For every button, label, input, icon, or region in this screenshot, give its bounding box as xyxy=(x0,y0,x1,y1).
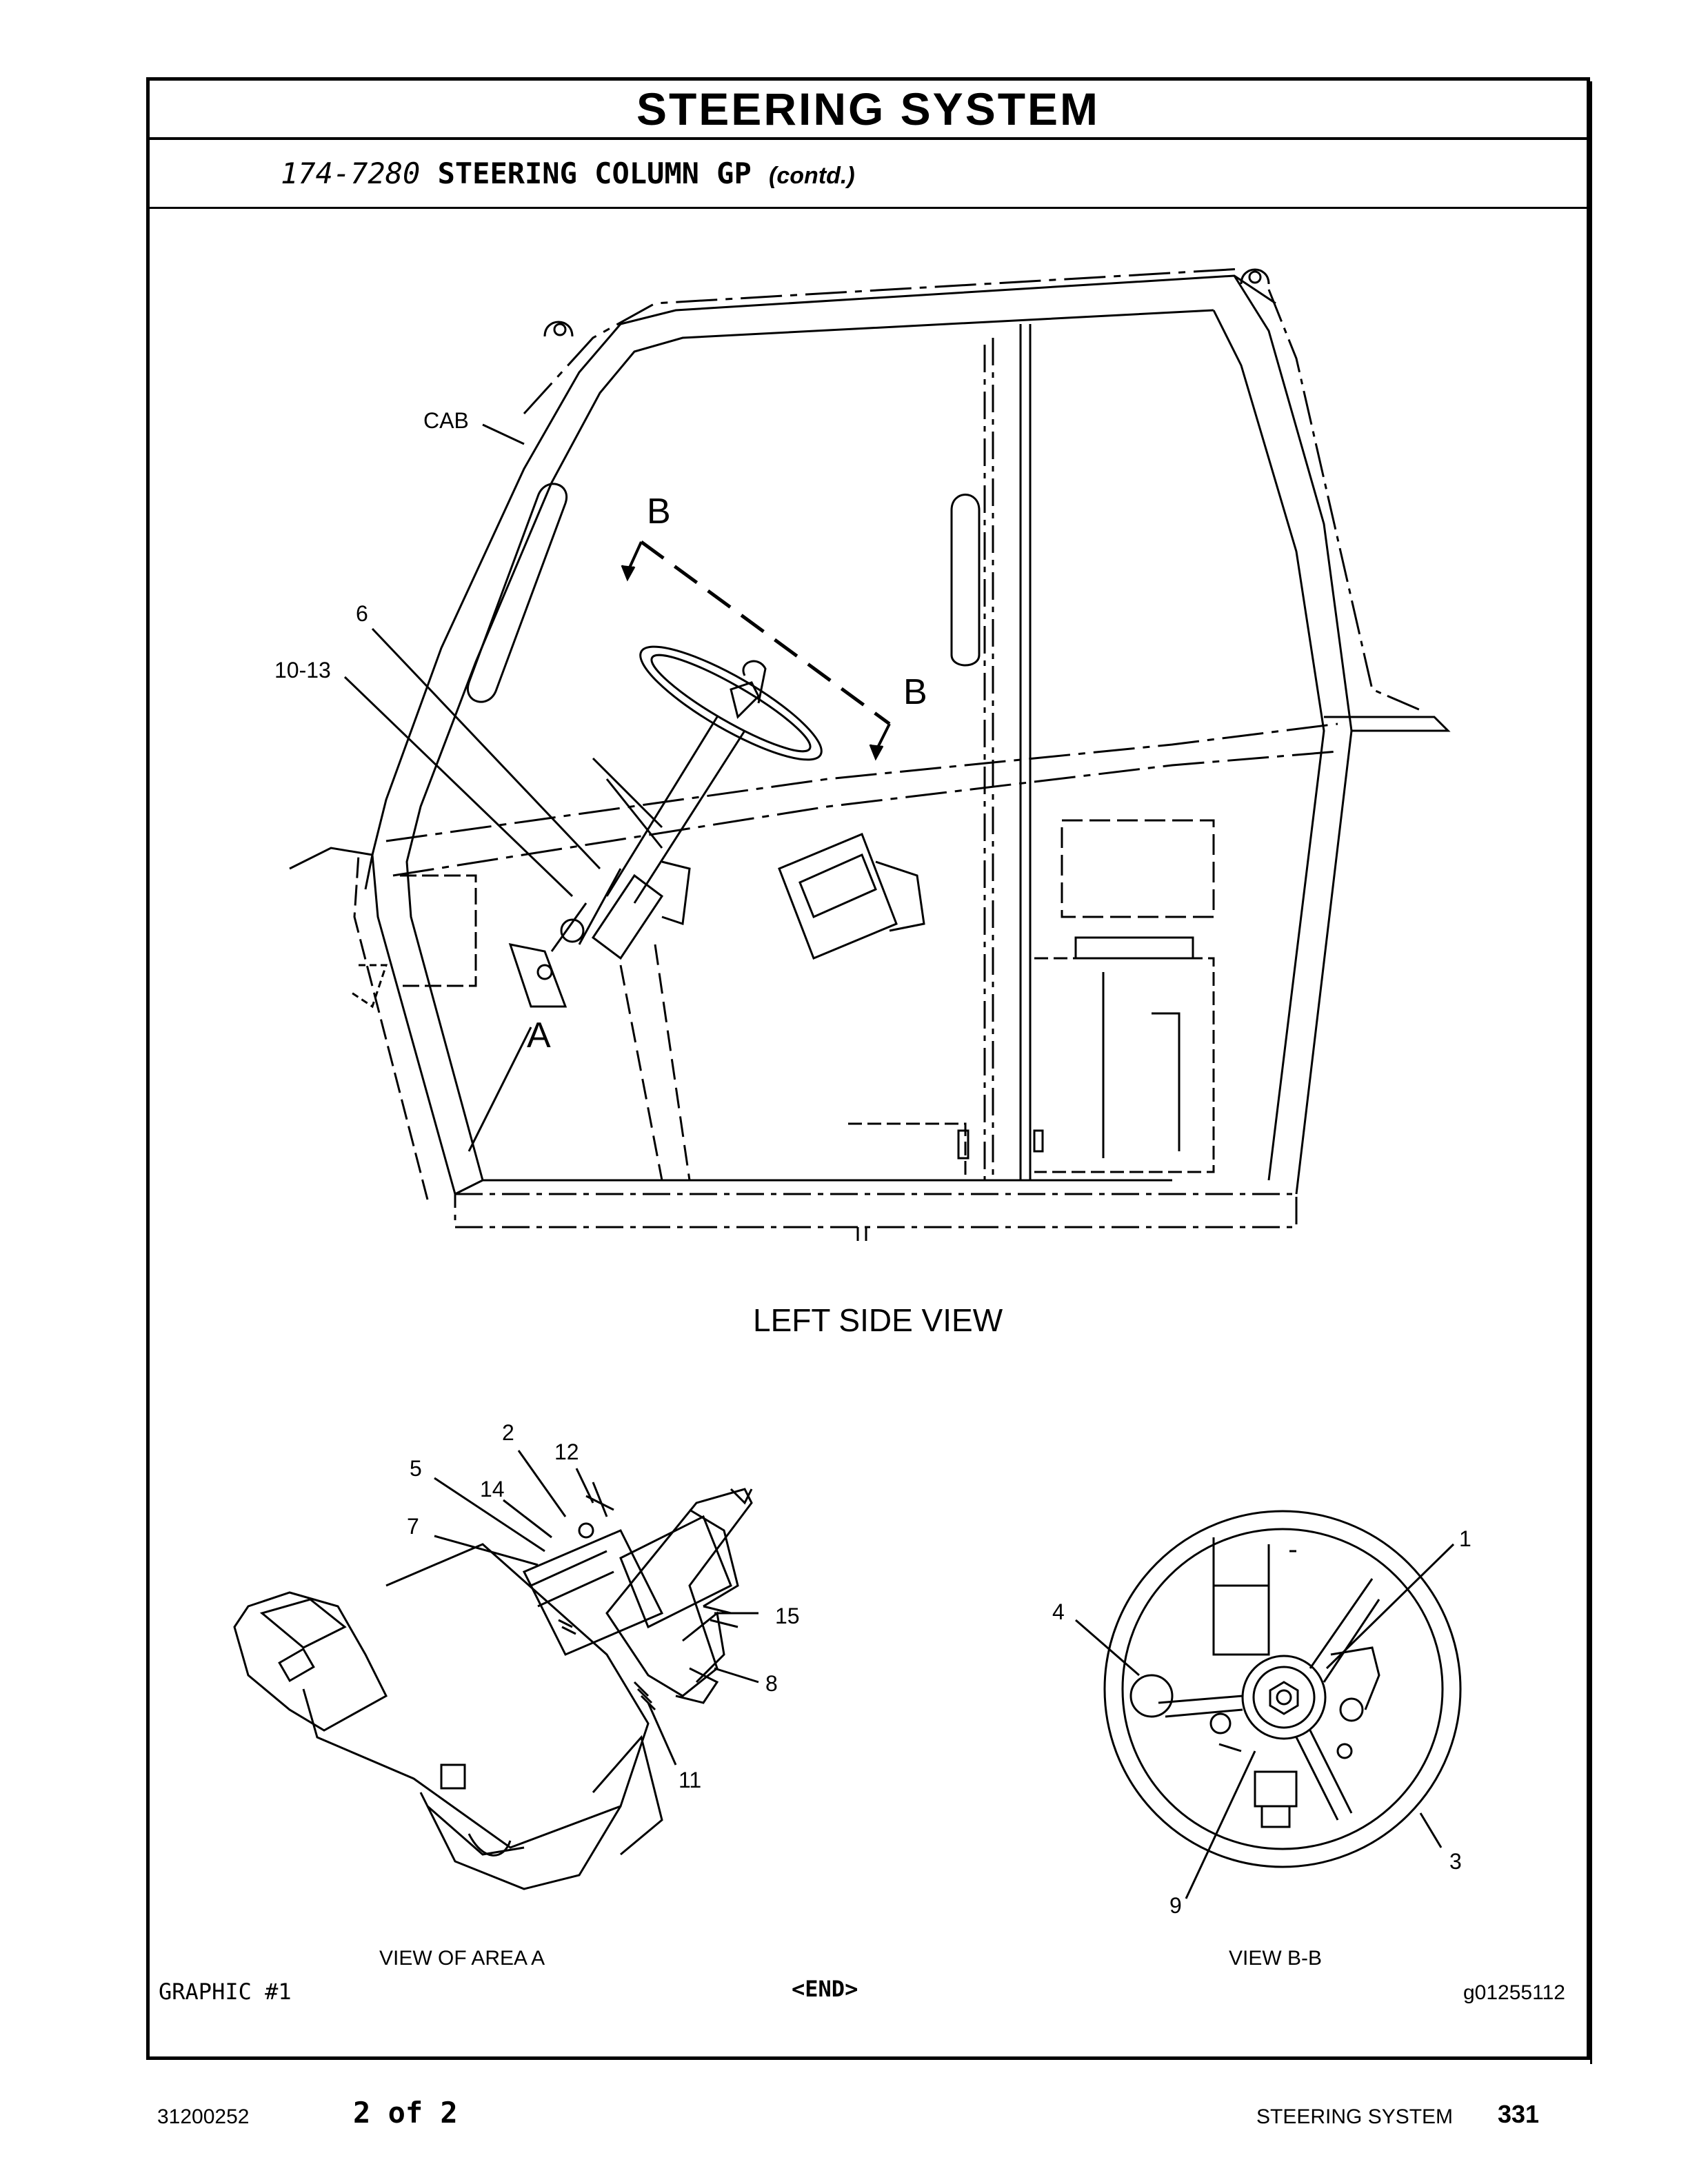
page-title: STEERING SYSTEM xyxy=(636,83,1101,134)
view-bb-detail xyxy=(1103,1510,1462,1868)
part-number: 174-7280 xyxy=(281,156,421,190)
callout-1: 1 xyxy=(1459,1526,1471,1551)
callout-7: 7 xyxy=(407,1514,419,1539)
area-a-detail xyxy=(233,1482,753,1890)
doc-number: 31200252 xyxy=(157,2105,250,2128)
callout-cab: CAB xyxy=(423,408,469,433)
callout-b-lower: B xyxy=(903,672,927,712)
page-number: 331 xyxy=(1498,2100,1540,2128)
bb-caption: VIEW B-B xyxy=(1229,1947,1323,1970)
leader-lines-main xyxy=(343,423,601,1152)
footer-section: STEERING SYSTEM xyxy=(1256,2105,1454,2128)
title-bar: STEERING SYSTEM xyxy=(150,81,1587,140)
section-line-bb xyxy=(621,540,891,761)
callout-a: A xyxy=(527,1015,551,1055)
callout-6: 6 xyxy=(356,601,368,626)
subtitle-bar: 174-7280 STEERING COLUMN GP (contd.) xyxy=(150,140,1587,209)
callout-10-13: 10-13 xyxy=(274,658,331,682)
callout-8: 8 xyxy=(765,1671,778,1696)
part-subtitle: 174-7280 STEERING COLUMN GP (contd.) xyxy=(281,156,855,190)
callout-5: 5 xyxy=(410,1456,422,1481)
graphic-id: g01255112 xyxy=(1463,1981,1565,2004)
end-marker: <END> xyxy=(792,1976,858,2002)
callout-b-upper: B xyxy=(647,492,671,532)
graphic-label: GRAPHIC #1 xyxy=(159,1979,292,2005)
leader-lines-bb xyxy=(1075,1543,1455,1899)
contd-label: (contd.) xyxy=(769,163,855,189)
steering-column xyxy=(508,645,823,1008)
callout-3: 3 xyxy=(1449,1849,1462,1874)
main-view-caption: LEFT SIDE VIEW xyxy=(753,1302,1003,1338)
callout-2: 2 xyxy=(502,1420,514,1445)
part-name: STEERING COLUMN GP xyxy=(437,156,752,190)
callout-12: 12 xyxy=(554,1439,579,1464)
callout-11: 11 xyxy=(679,1768,702,1792)
leader-lines-area-a xyxy=(434,1450,759,1766)
callout-15: 15 xyxy=(775,1604,800,1628)
control-panel xyxy=(778,833,925,960)
area-a-caption: VIEW OF AREA A xyxy=(379,1947,545,1970)
callout-4: 4 xyxy=(1052,1599,1065,1624)
cab-frame xyxy=(289,267,1451,1241)
callout-14: 14 xyxy=(480,1477,505,1502)
page-frame: STEERING SYSTEM 174-7280 STEERING COLUMN… xyxy=(146,77,1590,2060)
page-of: 2 of 2 xyxy=(353,2096,458,2130)
callout-9: 9 xyxy=(1169,1893,1182,1918)
frame-shadow xyxy=(1590,81,1598,2064)
